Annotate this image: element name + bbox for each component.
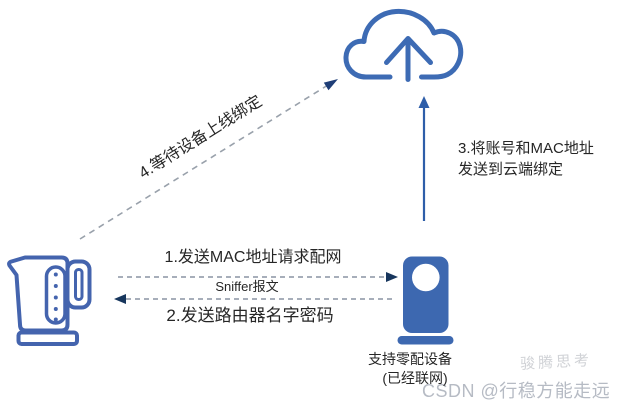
- step2-label: 2.发送路由器名字密码: [166, 306, 334, 325]
- speaker-device-icon: [397, 256, 454, 345]
- step3-label: 3.将账号和MAC地址 发送到云端绑定: [458, 138, 594, 180]
- arrow-step2: [114, 294, 392, 304]
- step3-label-line2: 发送到云端绑定: [458, 161, 564, 178]
- step3-label-line1: 3.将账号和MAC地址: [458, 140, 594, 157]
- step1-label: 1.发送MAC地址请求配网: [164, 249, 342, 266]
- sniffer-label: Sniffer报文: [215, 279, 279, 294]
- arrow-step4: [79, 79, 338, 240]
- kettle-icon: [7, 255, 92, 346]
- device-label-line2: (已经联网): [382, 370, 448, 386]
- arrow-step3: [418, 96, 430, 221]
- device-label-line1: 支持零配设备: [368, 351, 452, 367]
- arrow-step1: [118, 272, 398, 282]
- csdn-watermark: CSDN @行稳方能走远: [422, 381, 611, 401]
- cloud-upload-icon: [343, 8, 464, 82]
